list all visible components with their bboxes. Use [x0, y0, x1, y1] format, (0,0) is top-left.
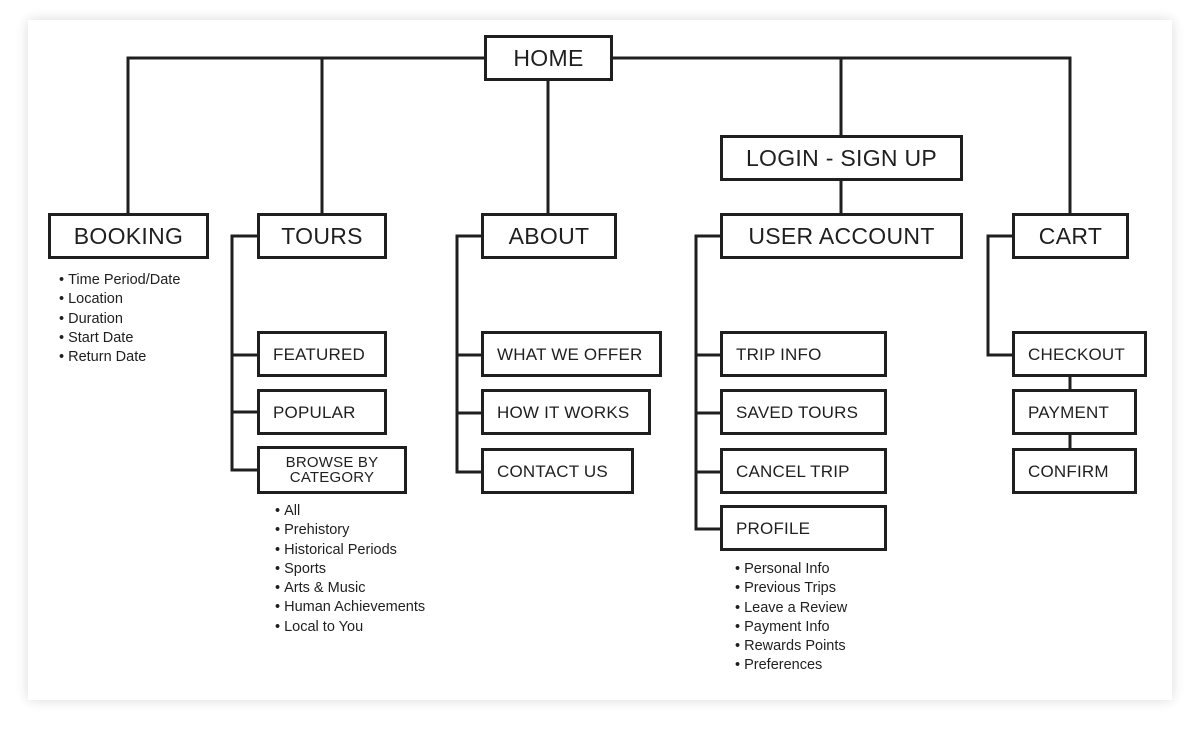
list-item: Duration [59, 310, 180, 329]
profile-details-list: Personal Info Previous Trips Leave a Rev… [735, 560, 847, 676]
profile-node: PROFILE [720, 505, 887, 551]
featured-node: FEATURED [257, 331, 387, 377]
list-item: Personal Info [735, 560, 847, 579]
how-it-works-node: HOW IT WORKS [481, 389, 651, 435]
list-item: Sports [275, 560, 425, 579]
tours-node: TOURS [257, 213, 387, 259]
list-item: Rewards Points [735, 637, 847, 656]
login-signup-node: LOGIN - SIGN UP [720, 135, 963, 181]
list-item: Time Period/Date [59, 271, 180, 290]
browse-by-category-node: BROWSE BY CATEGORY [257, 446, 407, 494]
checkout-node: CHECKOUT [1012, 331, 1147, 377]
list-item: Start Date [59, 329, 180, 348]
list-item: Previous Trips [735, 579, 847, 598]
about-node: ABOUT [481, 213, 617, 259]
browse-line-2: CATEGORY [289, 469, 375, 486]
cart-node: CART [1012, 213, 1129, 259]
browse-line-1: BROWSE BY [285, 454, 379, 471]
trip-info-node: TRIP INFO [720, 331, 887, 377]
list-item: Local to You [275, 618, 425, 637]
contact-us-node: CONTACT US [481, 448, 634, 494]
list-item: Return Date [59, 348, 180, 367]
list-item: Payment Info [735, 618, 847, 637]
list-item: Preferences [735, 656, 847, 675]
cancel-trip-node: CANCEL TRIP [720, 448, 887, 494]
list-item: Location [59, 290, 180, 309]
list-item: Human Achievements [275, 598, 425, 617]
list-item: Prehistory [275, 521, 425, 540]
booking-details-list: Time Period/Date Location Duration Start… [59, 271, 180, 367]
list-item: All [275, 502, 425, 521]
list-item: Leave a Review [735, 599, 847, 618]
confirm-node: CONFIRM [1012, 448, 1137, 494]
payment-node: PAYMENT [1012, 389, 1137, 435]
popular-node: POPULAR [257, 389, 387, 435]
saved-tours-node: SAVED TOURS [720, 389, 887, 435]
booking-node: BOOKING [48, 213, 209, 259]
list-item: Historical Periods [275, 541, 425, 560]
user-account-node: USER ACCOUNT [720, 213, 963, 259]
home-node: HOME [484, 35, 613, 81]
category-list: All Prehistory Historical Periods Sports… [275, 502, 425, 637]
list-item: Arts & Music [275, 579, 425, 598]
what-we-offer-node: WHAT WE OFFER [481, 331, 662, 377]
